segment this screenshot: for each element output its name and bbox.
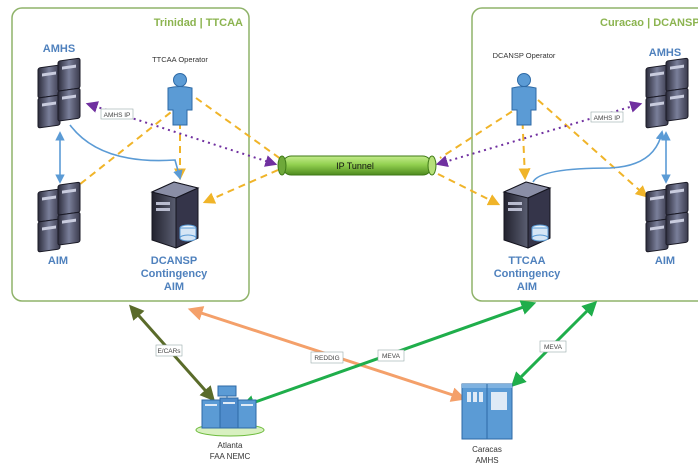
- svg-text:AMHS IP: AMHS IP: [594, 115, 621, 122]
- right-operator-label: DCANSP Operator: [493, 51, 556, 60]
- atlanta-datacenter-icon: [195, 385, 265, 437]
- right-contingency-label-line2: Contingency: [494, 268, 561, 280]
- right-contingency-label-line3: AIM: [517, 281, 537, 293]
- right-contingency-label-line1: TTCAA: [508, 255, 545, 267]
- left-operator-label: TTCAA Operator: [152, 55, 208, 64]
- caracas-label-line1: Caracas: [472, 445, 502, 454]
- region-title-curacao: Curacao | DCANSP: [600, 17, 698, 29]
- right-aim-server-icon: [645, 181, 689, 253]
- atlanta-label-line1: Atlanta: [218, 441, 243, 450]
- left-amhs-ip-link: [85, 101, 278, 167]
- region-title-trinidad: Trinidad | TTCAA: [154, 17, 243, 29]
- left-contingency-label-line2: Contingency: [141, 268, 208, 280]
- svg-text:MEVA: MEVA: [544, 344, 563, 351]
- ip-tunnel-label: IP Tunnel: [336, 161, 374, 171]
- left-amhs-ip-label: AMHS IP: [100, 108, 134, 120]
- atlanta-label-line2: FAA NEMC: [210, 452, 251, 461]
- meva-link-label-right: MEVA: [539, 340, 567, 353]
- right-amhs-server-icon: [645, 57, 689, 129]
- meva-link-label-left: MEVA: [377, 349, 405, 362]
- svg-text:MEVA: MEVA: [382, 353, 401, 360]
- left-tunnel-to-contingency: [202, 169, 279, 204]
- left-contingency-server-icon: [150, 181, 200, 249]
- caracas-label-line2: AMHS: [475, 456, 498, 465]
- svg-text:REDDIG: REDDIG: [314, 355, 339, 362]
- left-aim-server-icon: [37, 181, 81, 253]
- left-aim-label: AIM: [48, 255, 68, 267]
- left-contingency-label-line3: AIM: [164, 281, 184, 293]
- right-amhs-contingency-link: [532, 130, 666, 183]
- ip-tunnel: IP Tunnel: [277, 155, 437, 176]
- ecars-link-label: E/CARs: [155, 344, 183, 357]
- right-amhs-ip-label: AMHS IP: [590, 111, 624, 123]
- right-amhs-label: AMHS: [649, 47, 681, 59]
- left-operator-person-icon: [167, 73, 193, 126]
- left-amhs-label: AMHS: [43, 43, 75, 55]
- reddig-link-label: REDDIG: [310, 351, 344, 364]
- svg-text:E/CARs: E/CARs: [157, 348, 181, 355]
- left-amhs-server-icon: [37, 57, 81, 129]
- left-contingency-label-line1: DCANSP: [151, 255, 197, 267]
- svg-text:AMHS IP: AMHS IP: [104, 112, 131, 119]
- right-aim-label: AIM: [655, 255, 675, 267]
- right-contingency-server-icon: [502, 181, 552, 249]
- right-operator-person-icon: [511, 73, 537, 126]
- caracas-server-rack-icon: [461, 383, 513, 440]
